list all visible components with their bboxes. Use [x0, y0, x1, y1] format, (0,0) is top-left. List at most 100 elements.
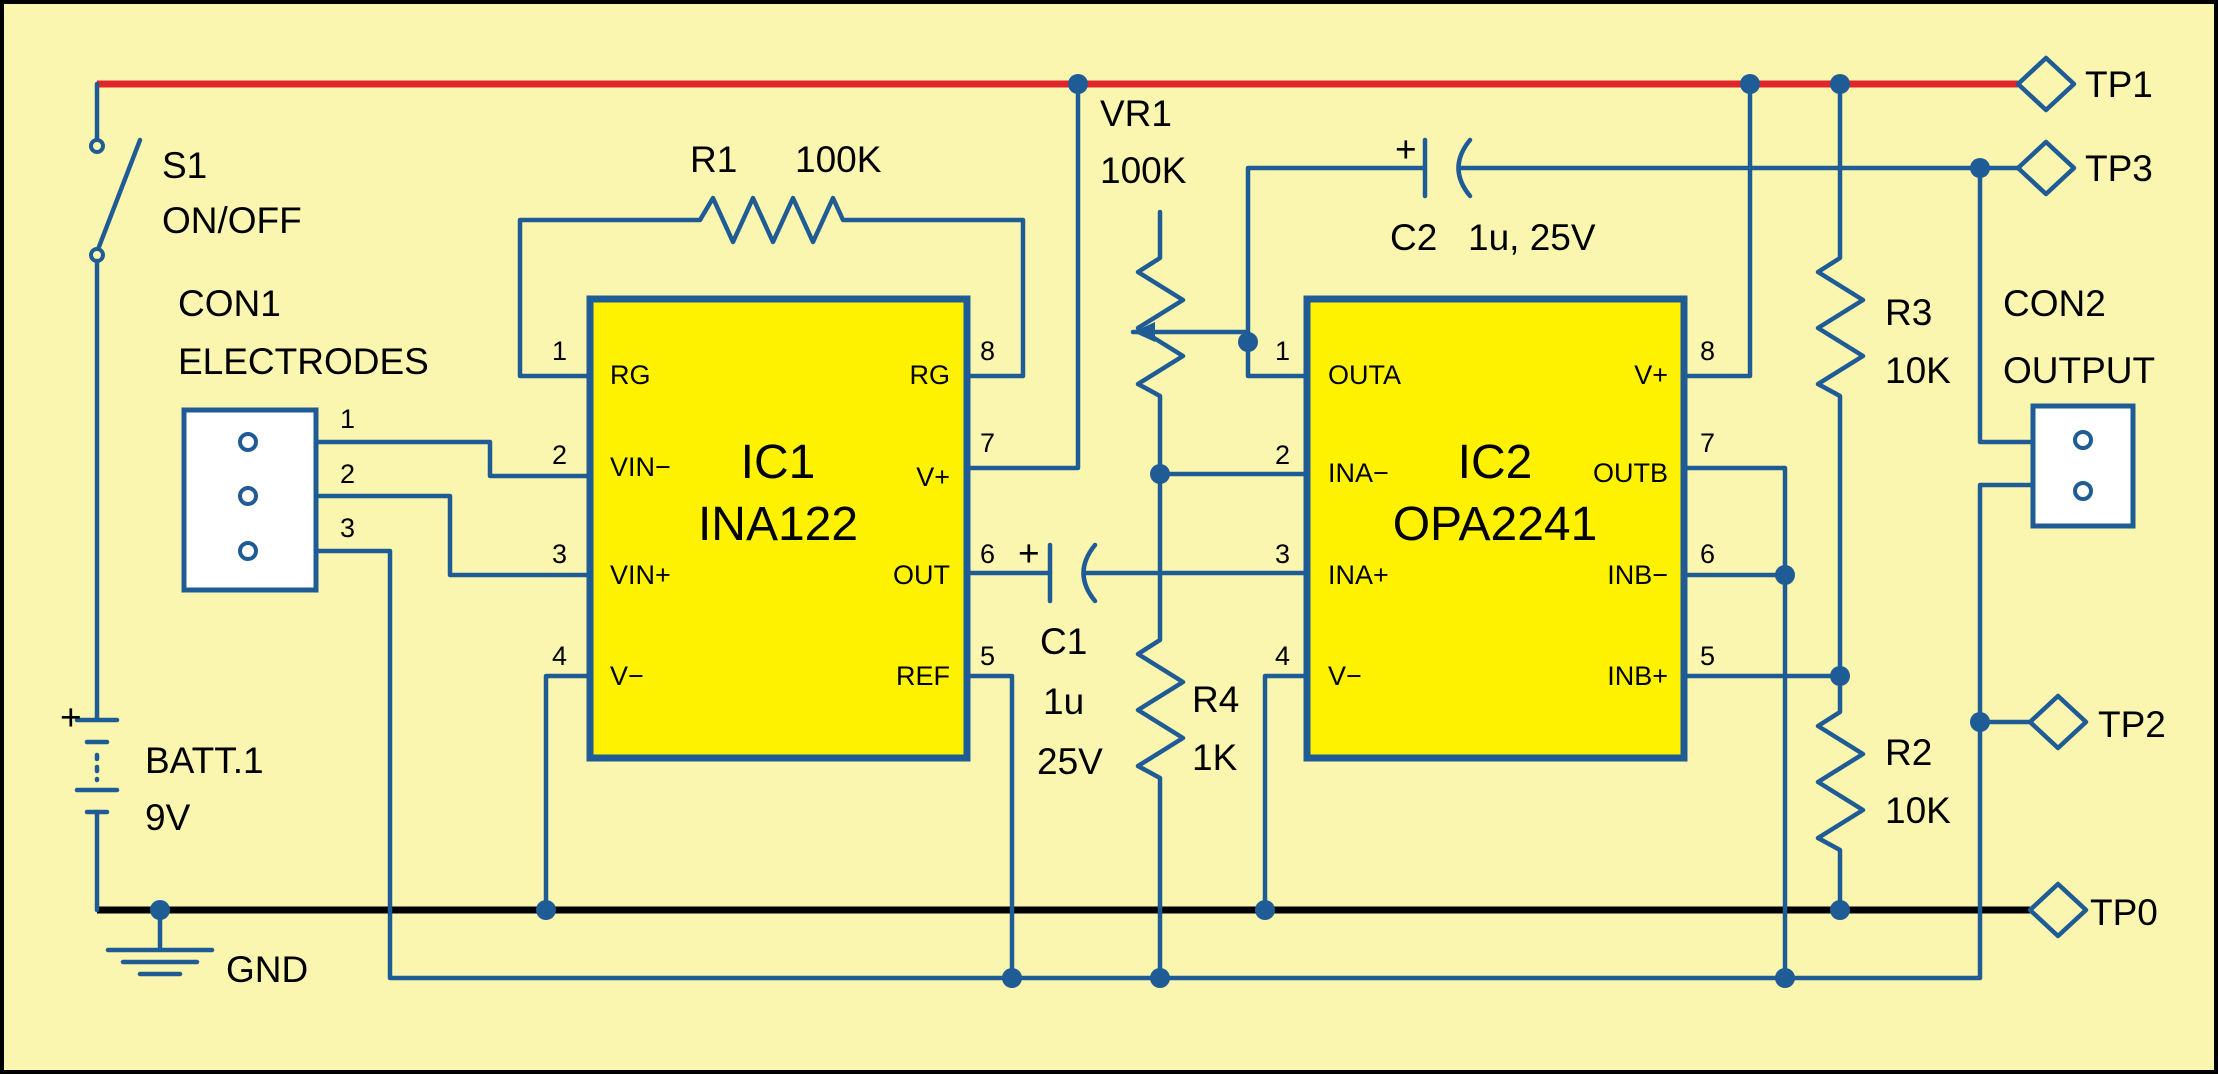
wire-ic1-vminus [543, 673, 593, 913]
con1-pin3: 3 [340, 513, 355, 543]
con2-terminal [2073, 430, 2093, 450]
battery-plus: + [60, 697, 82, 738]
test-point-tp0 [2027, 881, 2089, 939]
wire-outa-c2 [1245, 165, 1428, 345]
switch-s1 [89, 81, 143, 721]
ic2-pin5-num: 5 [1700, 641, 1715, 671]
junction [1775, 968, 1795, 988]
ic1-pin7-label: V+ [916, 462, 950, 492]
junction [1002, 968, 1022, 988]
ic2-part: OPA2241 [1393, 498, 1598, 551]
resistor-r4 [1135, 471, 1186, 981]
ic2-name: IC2 [1458, 436, 1533, 489]
r2-ref: R2 [1885, 732, 1932, 773]
r1-value: 100K [795, 139, 882, 180]
ic1-pin6-num: 6 [980, 539, 995, 569]
junction [536, 900, 556, 920]
wire-ic1-vplus [964, 81, 1081, 471]
ic2-pin1-label: OUTA [1328, 360, 1401, 390]
potentiometer-vr1 [1135, 209, 1186, 477]
tp1-label: TP1 [2085, 64, 2153, 105]
ic2-body [1303, 295, 1688, 762]
c1-value2: 25V [1037, 741, 1103, 782]
con2-desc: OUTPUT [2003, 350, 2155, 391]
c1-ref: C1 [1040, 621, 1087, 662]
wire-ic2-vminus [1262, 673, 1310, 913]
s1-desc: ON/OFF [162, 200, 302, 241]
resistor-r2 [1815, 673, 1866, 913]
resistor-r1 [517, 195, 1026, 379]
wire-outa [1245, 329, 1310, 379]
ic1-pin3-label: VIN+ [610, 560, 671, 590]
r3-value: 10K [1885, 350, 1951, 391]
ic2-pin7-num: 7 [1700, 428, 1715, 458]
wire-outb [1681, 465, 1788, 981]
junction [1068, 74, 1088, 94]
ic2-pin8-label: V+ [1634, 360, 1668, 390]
ic1-pin5-num: 5 [980, 641, 995, 671]
ic1-pin5-label: REF [896, 661, 950, 691]
ic2-pin6-label: INB− [1607, 560, 1668, 590]
ic1-body [586, 295, 971, 762]
ic2-pin6-num: 6 [1700, 539, 1715, 569]
capacitor-c2 [1422, 137, 1983, 199]
r4-value: 1K [1192, 737, 1238, 778]
wire-ic2-vplus [1681, 81, 1753, 379]
ic2-pin3-label: INA+ [1328, 560, 1389, 590]
ic2-pin2-label: INA− [1328, 458, 1389, 488]
r2-value: 10K [1885, 790, 1951, 831]
c2-value: 1u, 25V [1468, 217, 1596, 258]
ground-symbol [105, 900, 215, 977]
battery-value: 9V [145, 797, 191, 838]
tp3-label: TP3 [2085, 148, 2153, 189]
c2-ref: C2 [1390, 217, 1437, 258]
gnd-label: GND [226, 949, 308, 990]
con1-pin2: 2 [340, 459, 355, 489]
wire-con1-pin3 [313, 482, 2036, 981]
ic2-pin5-label: INB+ [1607, 661, 1668, 691]
battery [74, 717, 120, 913]
ic1-pin4-label: V− [610, 661, 644, 691]
connector-con1 [181, 407, 319, 593]
junction [1740, 74, 1760, 94]
con1-ref: CON1 [178, 283, 281, 324]
ic1-part: INA122 [698, 498, 858, 551]
ic1-name: IC1 [741, 436, 816, 489]
wire-con1-pin2 [313, 493, 593, 578]
s1-ref: S1 [162, 145, 207, 186]
tp2-label: TP2 [2098, 704, 2166, 745]
junction [1775, 565, 1795, 585]
ic1-pin3-num: 3 [552, 539, 567, 569]
test-point-tp1 [2015, 55, 2077, 113]
ic1-pin7-num: 7 [980, 428, 995, 458]
resistor-r3 [1815, 81, 1866, 679]
con1-pin1: 1 [340, 404, 355, 434]
ic1-pin8-label: RG [910, 360, 951, 390]
test-point-tp2 [2027, 693, 2089, 751]
con2-ref: CON2 [2003, 283, 2106, 324]
ic1-pin2-label: VIN− [610, 452, 671, 482]
test-point-tp3 [1977, 139, 2077, 197]
con1-desc: ELECTRODES [178, 341, 429, 382]
ic1-pin1-label: RG [610, 360, 651, 390]
connector-con2 [2030, 403, 2136, 529]
vr1-arrow [1133, 322, 1155, 342]
r1-ref: R1 [690, 139, 737, 180]
r4-ref: R4 [1192, 679, 1239, 720]
ic2-pin3-num: 3 [1275, 539, 1290, 569]
ic2-pin4-label: V− [1328, 661, 1362, 691]
wire-con2-pin1 [1977, 165, 2036, 445]
c1-value1: 1u [1043, 681, 1084, 722]
wire-ic1-ref [964, 673, 1015, 981]
con2-terminal [2073, 481, 2093, 501]
junction [1830, 900, 1850, 920]
ic1-pin8-num: 8 [980, 336, 995, 366]
c1-plus: + [1018, 533, 1040, 574]
tp0-label: TP0 [2090, 892, 2158, 933]
ic2-pin8-num: 8 [1700, 336, 1715, 366]
junction [1150, 968, 1170, 988]
ic1-pin6-label: OUT [893, 560, 950, 590]
